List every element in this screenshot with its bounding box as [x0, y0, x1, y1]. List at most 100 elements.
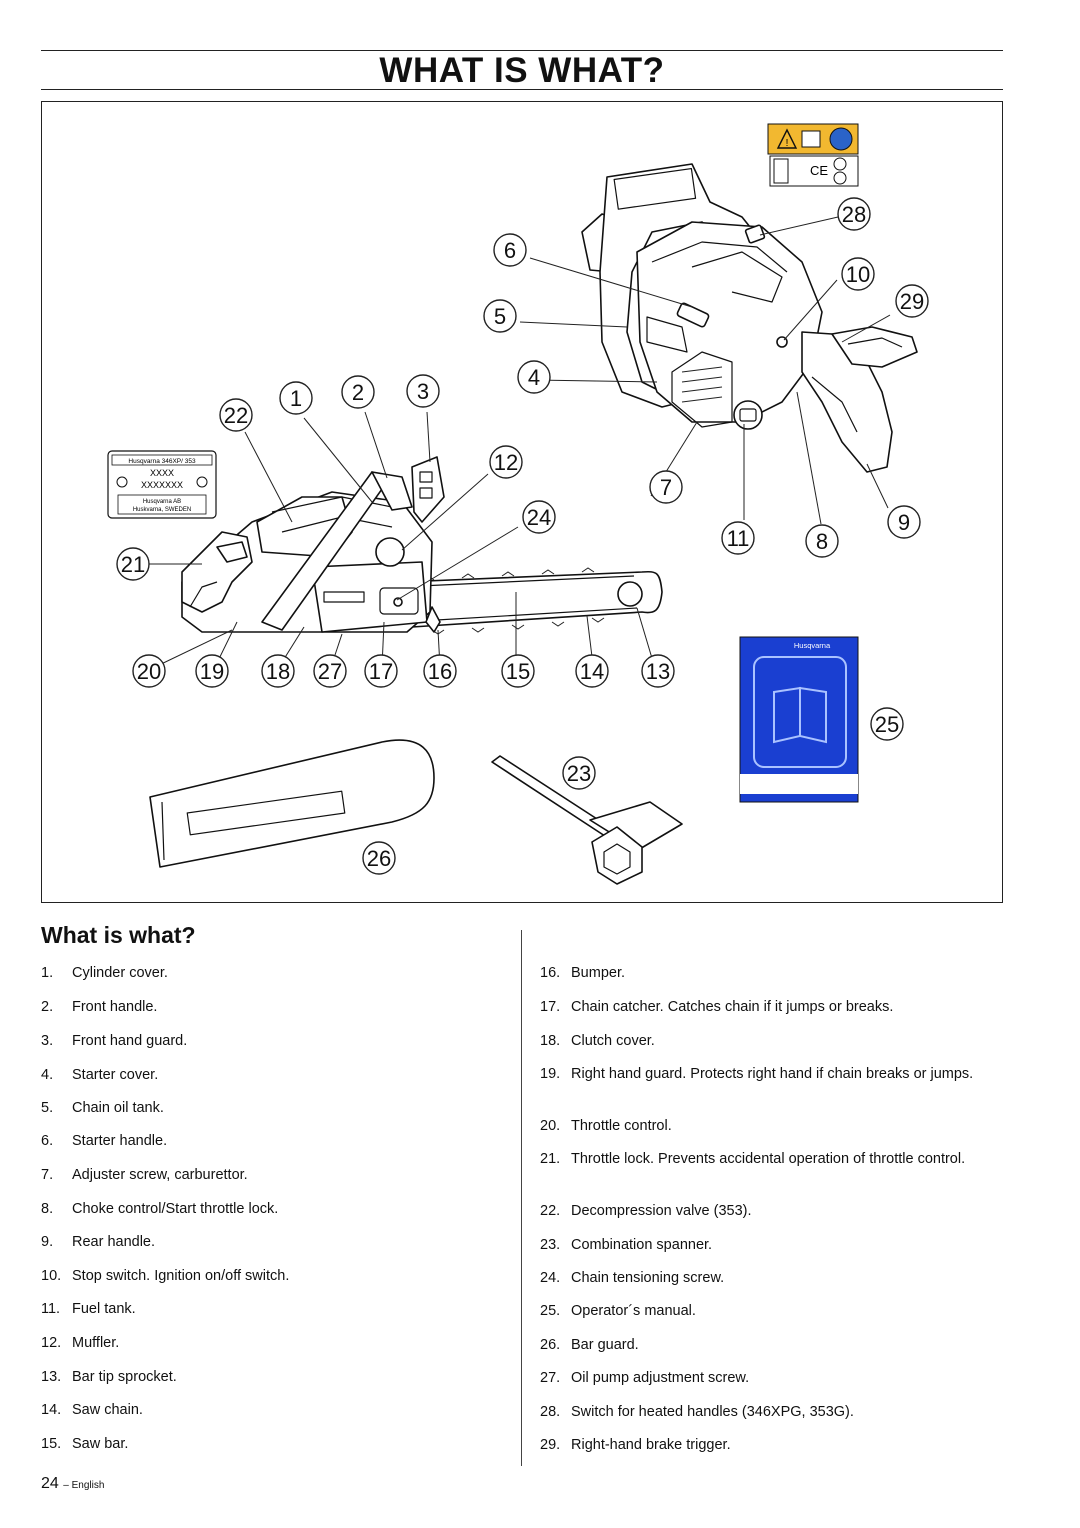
callout-26: 26 — [362, 841, 396, 875]
item-text: Switch for heated handles (346XPG, 353G)… — [571, 1404, 854, 1420]
svg-text:13: 13 — [646, 659, 670, 684]
item-text: Cylinder cover. — [72, 965, 168, 981]
callout-18: 18 — [261, 654, 295, 688]
item-text: Throttle control. — [571, 1118, 672, 1134]
svg-text:XXXXXXX: XXXXXXX — [141, 480, 183, 490]
item-number: 27. — [540, 1370, 561, 1386]
callout-1: 1 — [279, 381, 313, 415]
item-number: 13. — [41, 1369, 62, 1385]
callout-29: 29 — [895, 284, 929, 318]
svg-text:4: 4 — [528, 365, 540, 390]
column-divider — [521, 930, 522, 1466]
item-text: Adjuster screw, carburettor. — [72, 1167, 248, 1183]
item-number: 26. — [540, 1337, 561, 1353]
svg-text:20: 20 — [137, 659, 161, 684]
bar-guard — [149, 739, 435, 868]
item-text: Combination spanner. — [571, 1237, 713, 1253]
callout-28: 28 — [837, 197, 871, 231]
svg-text:18: 18 — [266, 659, 290, 684]
item-text: Fuel tank. — [72, 1301, 136, 1317]
callout-10: 10 — [841, 257, 875, 291]
svg-text:CE: CE — [810, 163, 828, 178]
item-text: Throttle lock. Prevents accidental opera… — [571, 1151, 966, 1167]
callout-11: 11 — [721, 521, 755, 555]
item-text: Muffler. — [72, 1335, 120, 1351]
footer-language: English — [71, 1480, 105, 1491]
callout-5: 5 — [483, 299, 517, 333]
item-number: 29. — [540, 1437, 561, 1453]
item-text: Starter handle. — [72, 1133, 168, 1149]
callout-24: 24 — [522, 500, 556, 534]
page-footer: 24 – English — [41, 1475, 104, 1493]
footer-separator: – — [63, 1480, 72, 1491]
chainsaw-rear-view: ! CE — [581, 123, 918, 473]
item-number: 16. — [540, 965, 561, 981]
top-rule — [41, 50, 1003, 51]
svg-text:15: 15 — [506, 659, 530, 684]
section-heading: What is what? — [41, 922, 196, 948]
item-number: 2. — [41, 999, 54, 1015]
starter-cover-grille — [671, 351, 733, 428]
item-text: Operator´s manual. — [571, 1303, 696, 1319]
item-text: Decompression valve (353). — [571, 1203, 752, 1219]
item-number: 21. — [540, 1151, 561, 1167]
leader-lines — [142, 216, 891, 668]
svg-text:29: 29 — [900, 289, 924, 314]
svg-text:16: 16 — [428, 659, 452, 684]
item-text: Saw chain. — [72, 1402, 143, 1418]
svg-text:Husqvarna: Husqvarna — [794, 641, 831, 650]
item-number: 5. — [41, 1100, 54, 1116]
item-number: 20. — [540, 1118, 561, 1134]
item-number: 14. — [41, 1402, 62, 1418]
item-number: 19. — [540, 1066, 561, 1082]
item-text: Stop switch. Ignition on/off switch. — [72, 1268, 290, 1284]
item-number: 9. — [41, 1234, 54, 1250]
combination-spanner — [491, 755, 683, 885]
title-underline-rule — [41, 89, 1003, 90]
callout-9: 9 — [887, 505, 921, 539]
callout-23: 23 — [562, 756, 596, 790]
callout-16: 16 — [423, 654, 457, 688]
item-number: 17. — [540, 999, 561, 1015]
svg-text:23: 23 — [567, 761, 591, 786]
item-number: 12. — [41, 1335, 62, 1351]
item-text: Choke control/Start throttle lock. — [72, 1201, 279, 1217]
svg-text:9: 9 — [898, 510, 910, 535]
svg-text:Husqvarna AB: Husqvarna AB — [143, 499, 181, 505]
svg-text:14: 14 — [580, 659, 604, 684]
callout-19: 19 — [195, 654, 229, 688]
svg-text:2: 2 — [352, 380, 364, 405]
page-title: WHAT IS WHAT? — [379, 51, 665, 90]
svg-text:19: 19 — [200, 659, 224, 684]
item-text: Clutch cover. — [571, 1033, 655, 1049]
callout-14: 14 — [575, 654, 609, 688]
svg-text:22: 22 — [224, 403, 248, 428]
item-text: Right hand guard. Protects right hand if… — [571, 1066, 974, 1082]
svg-text:Husqvarna 346XP/ 353: Husqvarna 346XP/ 353 — [128, 458, 196, 465]
svg-text:17: 17 — [369, 659, 393, 684]
svg-text:26: 26 — [367, 846, 391, 871]
callout-25: 25 — [870, 707, 904, 741]
svg-text:10: 10 — [846, 262, 870, 287]
item-number: 1. — [41, 965, 54, 981]
item-number: 25. — [540, 1303, 561, 1319]
item-text: Oil pump adjustment screw. — [571, 1370, 750, 1386]
item-number: 3. — [41, 1033, 54, 1049]
callout-2: 2 — [341, 375, 375, 409]
item-text: Front handle. — [72, 999, 158, 1015]
callout-7: 7 — [649, 470, 683, 504]
item-number: 8. — [41, 1201, 54, 1217]
svg-text:5: 5 — [494, 304, 506, 329]
item-text: Starter cover. — [72, 1067, 159, 1083]
svg-text:3: 3 — [417, 379, 429, 404]
item-number: 23. — [540, 1237, 561, 1253]
item-text: Rear handle. — [72, 1234, 156, 1250]
item-number: 24. — [540, 1270, 561, 1286]
svg-text:25: 25 — [875, 712, 899, 737]
item-text: Bar guard. — [571, 1337, 639, 1353]
svg-text:12: 12 — [494, 450, 518, 475]
callout-22: 22 — [219, 398, 253, 432]
item-number: 7. — [41, 1167, 54, 1183]
parts-illustration: ! CE — [41, 101, 1003, 903]
warning-decal: ! CE — [767, 123, 859, 187]
